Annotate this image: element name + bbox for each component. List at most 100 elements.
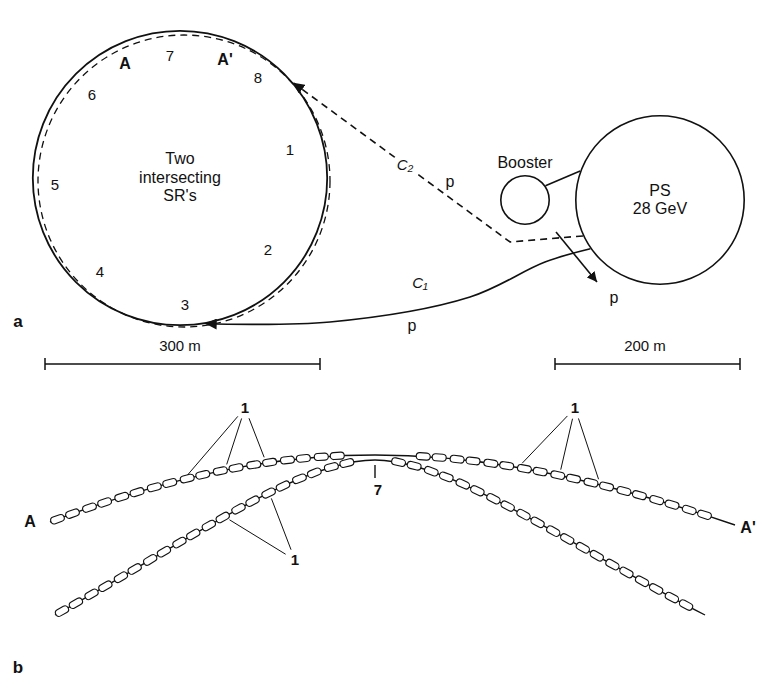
magnet-part [599, 481, 614, 491]
magnet-part [566, 474, 581, 484]
leader-line [578, 418, 598, 479]
magnet-symbol [424, 465, 455, 482]
magnet-part [231, 502, 247, 515]
section-letter: A [24, 513, 36, 531]
magnet-part [54, 605, 70, 618]
magnet-symbol [649, 495, 680, 510]
leader-line [227, 418, 242, 464]
magnet-symbol [261, 480, 291, 499]
scale-bar [555, 358, 740, 370]
magnet-part [438, 471, 454, 483]
leader-line [188, 416, 238, 475]
magnet-part [229, 463, 244, 473]
magnet-part [664, 591, 680, 604]
callout-number: 4 [96, 264, 104, 281]
ring-circle [501, 176, 549, 224]
magnet-symbol [54, 597, 84, 618]
magnet-symbol [483, 459, 514, 470]
scale-label: 200 m [624, 338, 666, 355]
magnet-part [97, 497, 113, 508]
magnet-symbol [246, 458, 277, 469]
magnet-symbol [113, 562, 142, 583]
second-ring-circle [38, 35, 330, 327]
magnet-part [664, 499, 679, 510]
magnet-part [324, 462, 339, 472]
magnet-part [215, 511, 231, 524]
callout-number: 7 [166, 48, 174, 65]
magnet-part [589, 549, 605, 562]
magnet-part [469, 485, 485, 497]
magnet-part [616, 486, 631, 496]
magnet-part [147, 482, 162, 492]
callout-number: 1 [571, 400, 579, 417]
beam-label: p [446, 173, 455, 191]
magnet-part [483, 459, 498, 468]
storage-ring: Two intersecting SR's [32, 30, 328, 326]
magnet-symbol [180, 470, 211, 484]
magnet-symbol [82, 497, 113, 513]
magnet-part [68, 597, 84, 610]
leader-line [271, 498, 291, 549]
magnet-part [84, 588, 100, 601]
section-letter: A [119, 55, 131, 73]
magnet-symbol [605, 558, 635, 579]
magnet-part [113, 571, 129, 584]
magnet-symbol [634, 575, 664, 596]
magnet-part [314, 453, 328, 461]
magnet-symbol [516, 508, 546, 529]
magnet-part [466, 457, 481, 466]
ring-label: Two intersecting SR's [139, 150, 221, 205]
callout-number: 8 [254, 70, 262, 87]
magnet-symbol [50, 508, 81, 525]
magnet-symbol [575, 541, 605, 562]
magnet-part [245, 495, 261, 508]
callout-number: 3 [181, 297, 189, 314]
magnet-symbol [517, 464, 548, 476]
callout-number: 1 [291, 552, 299, 569]
magnet-part [180, 474, 195, 484]
magnet-part [65, 508, 81, 519]
magnet-part [82, 502, 98, 513]
magnet-part [619, 566, 635, 579]
callout-number: 5 [51, 177, 59, 194]
ring-name: Booster [497, 154, 552, 172]
ring-label: 28 GeV [633, 200, 687, 218]
magnet-part [517, 464, 532, 473]
magnet-part [545, 525, 561, 538]
magnet-part [455, 478, 471, 490]
magnet-symbol [664, 591, 694, 611]
magnet-symbol [292, 467, 322, 485]
callout-number: 7 [374, 482, 382, 499]
magnet-part [681, 504, 696, 515]
magnet-symbol [681, 504, 712, 520]
magnet-symbol [455, 478, 485, 497]
section-letter: A' [217, 51, 232, 69]
magnet-symbol [114, 487, 145, 502]
magnet-part [195, 470, 210, 480]
magnet-part [450, 455, 465, 464]
ring-circle [576, 116, 744, 284]
leader-line [522, 416, 567, 463]
magnet-part [486, 492, 502, 505]
leader-line [249, 418, 264, 457]
magnet-part [213, 466, 228, 476]
magnet-part [416, 452, 430, 460]
leader-line [561, 419, 573, 470]
magnet-part [432, 454, 446, 462]
magnet-part [632, 490, 647, 500]
magnet-part [634, 575, 650, 588]
magnet-part [114, 492, 129, 503]
magnet-part [262, 458, 277, 467]
leader-group [188, 416, 599, 554]
magnet-part [499, 461, 514, 470]
magnet-part [261, 487, 277, 499]
magnet-part [129, 487, 144, 498]
magnet-part [559, 532, 575, 545]
magnet-symbol [324, 458, 355, 472]
magnet-symbol [486, 492, 516, 512]
magnet-part [127, 562, 143, 575]
magnet-symbol [172, 528, 201, 549]
callout-number: 1 [241, 400, 249, 417]
magnet-part [583, 478, 598, 488]
magnet-group [50, 452, 713, 618]
